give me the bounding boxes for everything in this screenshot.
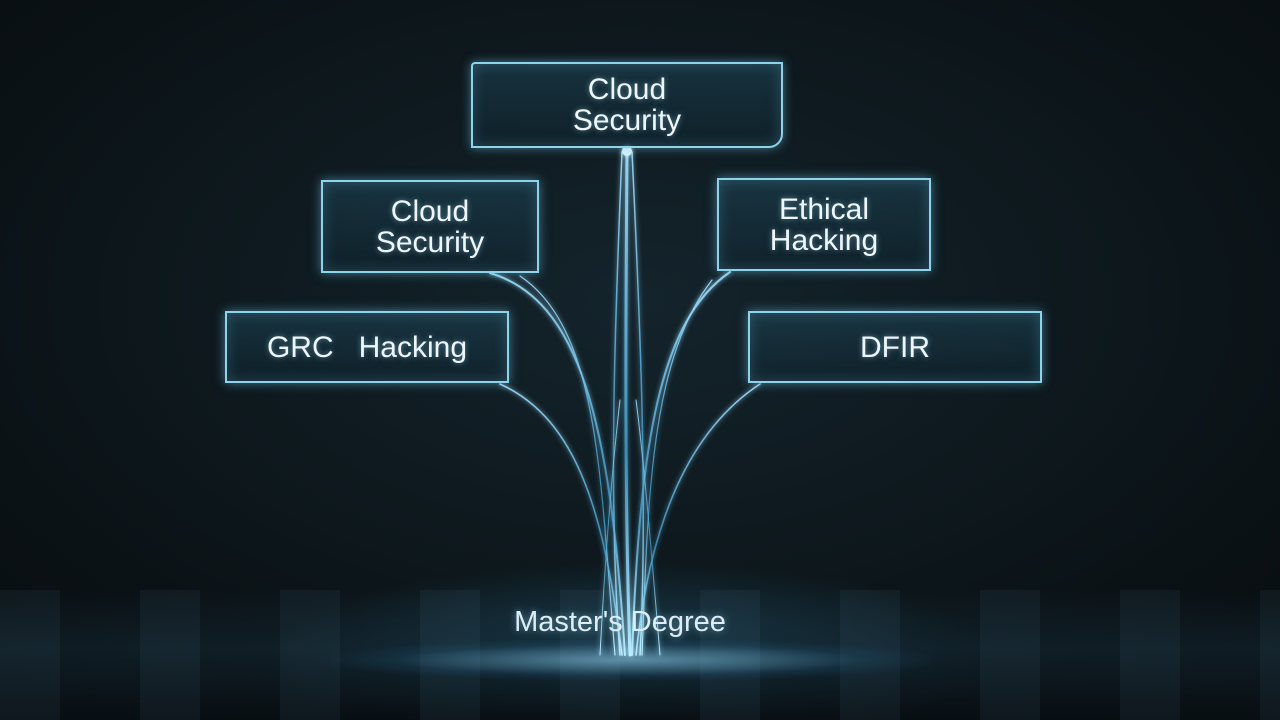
link-top [624,148,632,657]
link-fan-2 [635,399,661,656]
link-upper-left-b [519,275,616,656]
node-cloud-security: Cloud Security [321,180,539,273]
node-ethical-hacking: Ethical Hacking [717,178,931,271]
link-upper-right-b [641,279,713,656]
link-fan-1 [599,399,621,656]
link-lower-right [635,383,761,656]
node-cloud-security-top: Cloud Security [471,62,783,148]
link-upper-right [631,271,731,656]
root-label: Master's Degree [514,606,726,638]
link-lower-left [499,383,623,656]
link-top-c [631,151,645,656]
top-anchor-glow [622,146,632,156]
link-upper-left [489,272,626,656]
node-grc-hacking: GRC Hacking [225,311,509,383]
link-top-b [612,151,623,656]
node-dfir: DFIR [748,311,1042,383]
